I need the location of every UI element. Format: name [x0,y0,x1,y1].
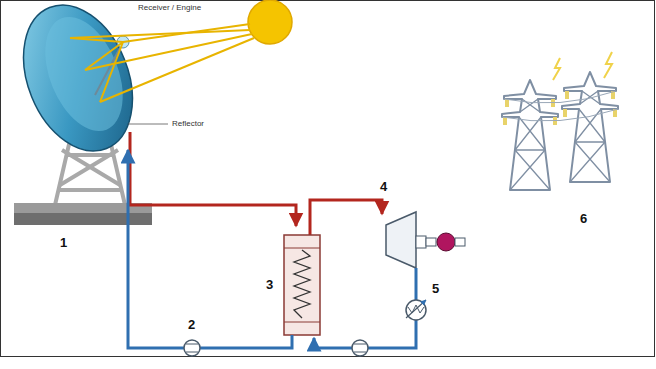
turbine [386,212,416,268]
sun [248,0,292,44]
pump [352,340,368,356]
callout-number: 1 [60,236,67,249]
callout-number: 3 [266,278,273,291]
heat-exchanger [284,235,320,335]
callout-number: 4 [380,180,387,193]
part-name: Reflector [172,120,204,128]
cold-pipe [128,150,416,348]
callout-number: 2 [188,318,195,331]
callout-number: 6 [580,212,587,225]
pump [184,340,200,356]
part-name: Receiver / Engine [138,4,201,12]
generator [437,233,455,251]
condenser [406,300,426,320]
transmission-towers [502,52,618,190]
hot-pipe [130,132,382,235]
callout-number: 5 [432,282,439,295]
